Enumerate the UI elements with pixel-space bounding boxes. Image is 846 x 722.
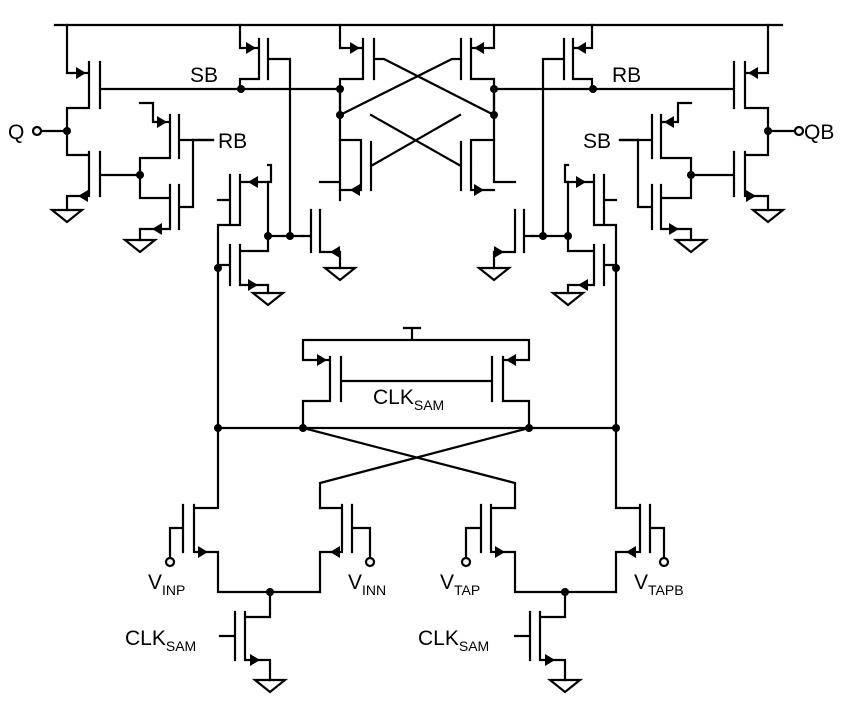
input-pair-right — [460, 426, 670, 596]
label-v-inp: VINP — [148, 571, 185, 598]
input-pair-left — [164, 426, 376, 596]
q-output-stage — [38, 101, 215, 254]
label-v-inn: VINN — [348, 571, 386, 598]
pmos-q-pullup — [65, 23, 342, 133]
tail-right — [513, 590, 584, 694]
pmos-qb-pullup — [492, 23, 770, 133]
qb-output-stage — [618, 101, 797, 254]
label-qb: QB — [804, 121, 834, 144]
label-sb-top: SB — [190, 64, 218, 87]
label-rb-side: RB — [218, 130, 247, 153]
label-v-tapb: VTAPB — [634, 571, 684, 598]
label-q: Q — [8, 121, 24, 144]
label-clk-sam-left: CLKSAM — [125, 627, 196, 654]
label-v-tap: VTAP — [440, 571, 480, 598]
cross-coupled-nmos — [338, 113, 496, 196]
tail-left — [218, 590, 289, 694]
label-rb-top: RB — [612, 64, 641, 87]
internal-nodes — [237, 85, 597, 119]
label-sb-side: SB — [583, 130, 611, 153]
summing-nodes — [214, 266, 620, 510]
precharge-pair — [301, 326, 531, 430]
pmos-sb-driver — [238, 23, 292, 238]
qb-port — [793, 125, 805, 137]
label-clk-sam-right: CLKSAM — [418, 627, 489, 654]
pmos-rb-driver — [541, 23, 594, 238]
label-clk-sam-mid: CLKSAM — [373, 386, 444, 413]
q-port — [31, 125, 43, 137]
